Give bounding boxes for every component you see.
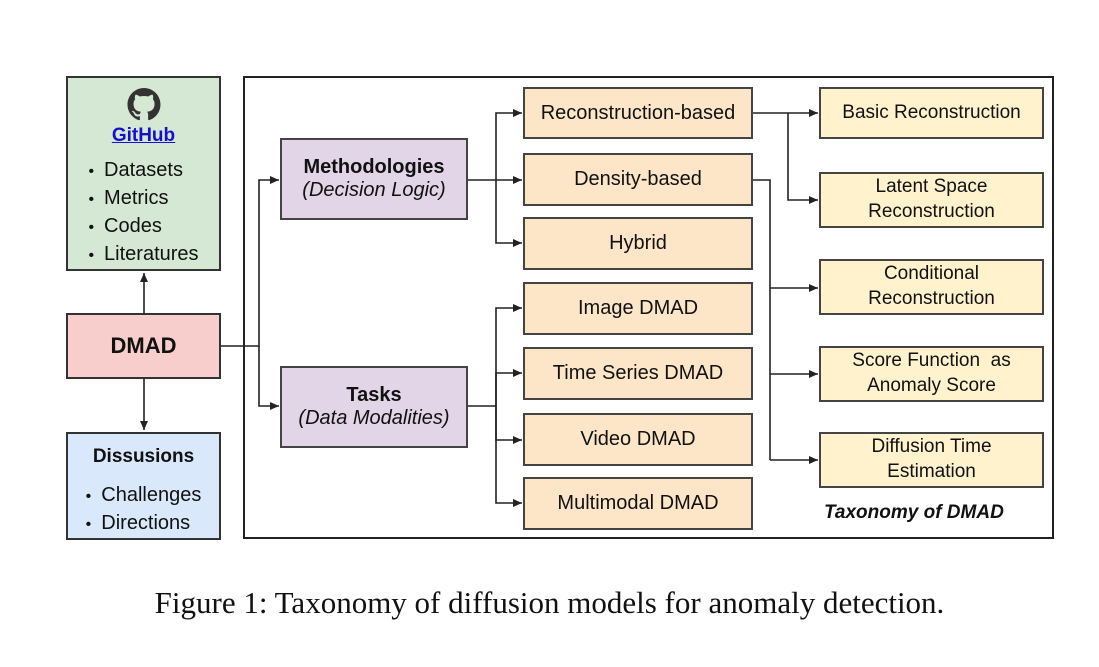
github-box: GitHub Datasets Metrics Codes Literature… <box>66 76 221 271</box>
discussions-title: Dissusions <box>92 446 195 467</box>
diffusion-time-line-2: Estimation <box>887 461 976 482</box>
method-hybrid: Hybrid <box>523 217 753 270</box>
arrow-to-reconstruction <box>495 109 522 180</box>
score-function-line-1: Score Function as <box>852 350 1011 372</box>
arrow-to-timeseries <box>495 369 522 406</box>
method-density-based: Density-based <box>523 153 753 206</box>
taxonomy-label: Taxonomy of DMAD <box>824 502 1004 523</box>
arrow-to-hybrid <box>495 180 522 247</box>
basic-reconstruction-node: Basic Reconstruction <box>819 87 1044 139</box>
discussions-box: Dissusions Challenges Directions <box>66 432 221 540</box>
arrow-to-image <box>495 304 522 406</box>
dmad-root-node: DMAD <box>66 313 221 379</box>
latent-space-reconstruction-node: Latent Space Reconstruction <box>819 172 1044 228</box>
methodologies-subtitle: (Decision Logic) <box>302 179 446 201</box>
basic-reconstruction-line: Basic Reconstruction <box>842 101 1021 123</box>
task-multimodal-dmad: Multimodal DMAD <box>523 477 753 530</box>
methodologies-title: Methodologies <box>303 156 445 178</box>
arrow-to-multimodal <box>495 406 522 507</box>
score-function-line-2: Anomaly Score <box>867 375 996 396</box>
github-item: Datasets <box>88 157 198 185</box>
figure-caption: Figure 1: Taxonomy of diffusion models f… <box>154 585 945 620</box>
arrow-dmad-methodologies <box>221 176 279 347</box>
task-image-dmad: Image DMAD <box>523 282 753 335</box>
task-time-series-dmad: Time Series DMAD <box>523 347 753 400</box>
arrow-to-video <box>495 406 522 444</box>
conditional-line-2: Reconstruction <box>868 288 995 309</box>
discussion-item: Challenges <box>86 482 201 510</box>
github-octocat-icon <box>127 88 160 121</box>
methodologies-node: Methodologies (Decision Logic) <box>280 138 468 220</box>
taxonomy-frame <box>243 76 1054 539</box>
conditional-line-1: Conditional <box>883 263 980 285</box>
arrow-to-latent-space <box>787 113 818 204</box>
github-item: Metrics <box>88 185 198 213</box>
discussions-items-list: Challenges Directions <box>86 482 202 538</box>
github-items-list: Datasets Metrics Codes Literatures <box>88 157 199 269</box>
latent-space-line-1: Latent Space <box>875 176 988 198</box>
score-function-node: Score Function as Anomaly Score <box>819 346 1044 402</box>
arrow-dmad-tasks <box>258 346 279 410</box>
github-link[interactable]: GitHub <box>111 125 176 146</box>
diffusion-time-line-1: Diffusion Time <box>871 436 992 458</box>
method-reconstruction-based: Reconstruction-based <box>523 87 753 139</box>
latent-space-line-2: Reconstruction <box>868 201 995 222</box>
tasks-title: Tasks <box>346 384 402 406</box>
github-item: Literatures <box>88 241 199 269</box>
conditional-reconstruction-node: Conditional Reconstruction <box>819 259 1044 315</box>
discussion-item: Directions <box>86 510 202 538</box>
tasks-subtitle: (Data Modalities) <box>298 407 450 429</box>
diffusion-time-estimation-node: Diffusion Time Estimation <box>819 432 1044 488</box>
tasks-node: Tasks (Data Modalities) <box>280 366 468 448</box>
github-item: Codes <box>88 213 198 241</box>
task-video-dmad: Video DMAD <box>523 413 753 466</box>
